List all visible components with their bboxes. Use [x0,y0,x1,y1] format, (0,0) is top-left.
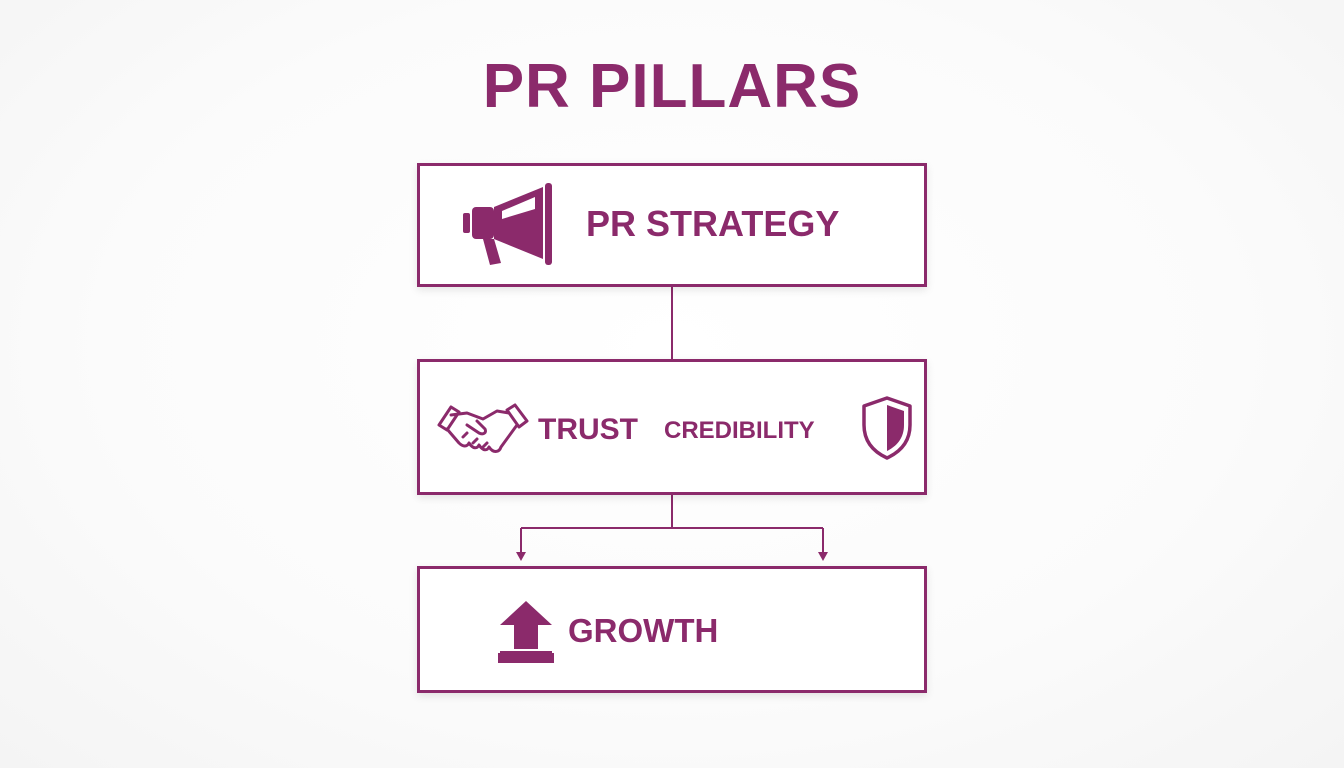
node-trust-credibility: TRUST CREDIBILITY [417,359,927,495]
node-pr-strategy: PR STRATEGY [417,163,927,287]
handshake-icon [437,403,529,468]
node-label-growth: GROWTH [568,612,719,649]
connector-arrow-right-head [818,552,828,561]
diagram-title: PR PILLARS [482,52,862,121]
node-label-trust: TRUST [538,413,638,446]
node-growth: GROWTH [417,566,927,693]
shield-icon [860,395,914,466]
upload-arrow-icon [498,599,554,670]
megaphone-icon [463,183,555,270]
node-label-credibility: CREDIBILITY [664,417,815,444]
node-label-pr-strategy: PR STRATEGY [586,203,840,244]
connector-arrow-left-head [516,552,526,561]
